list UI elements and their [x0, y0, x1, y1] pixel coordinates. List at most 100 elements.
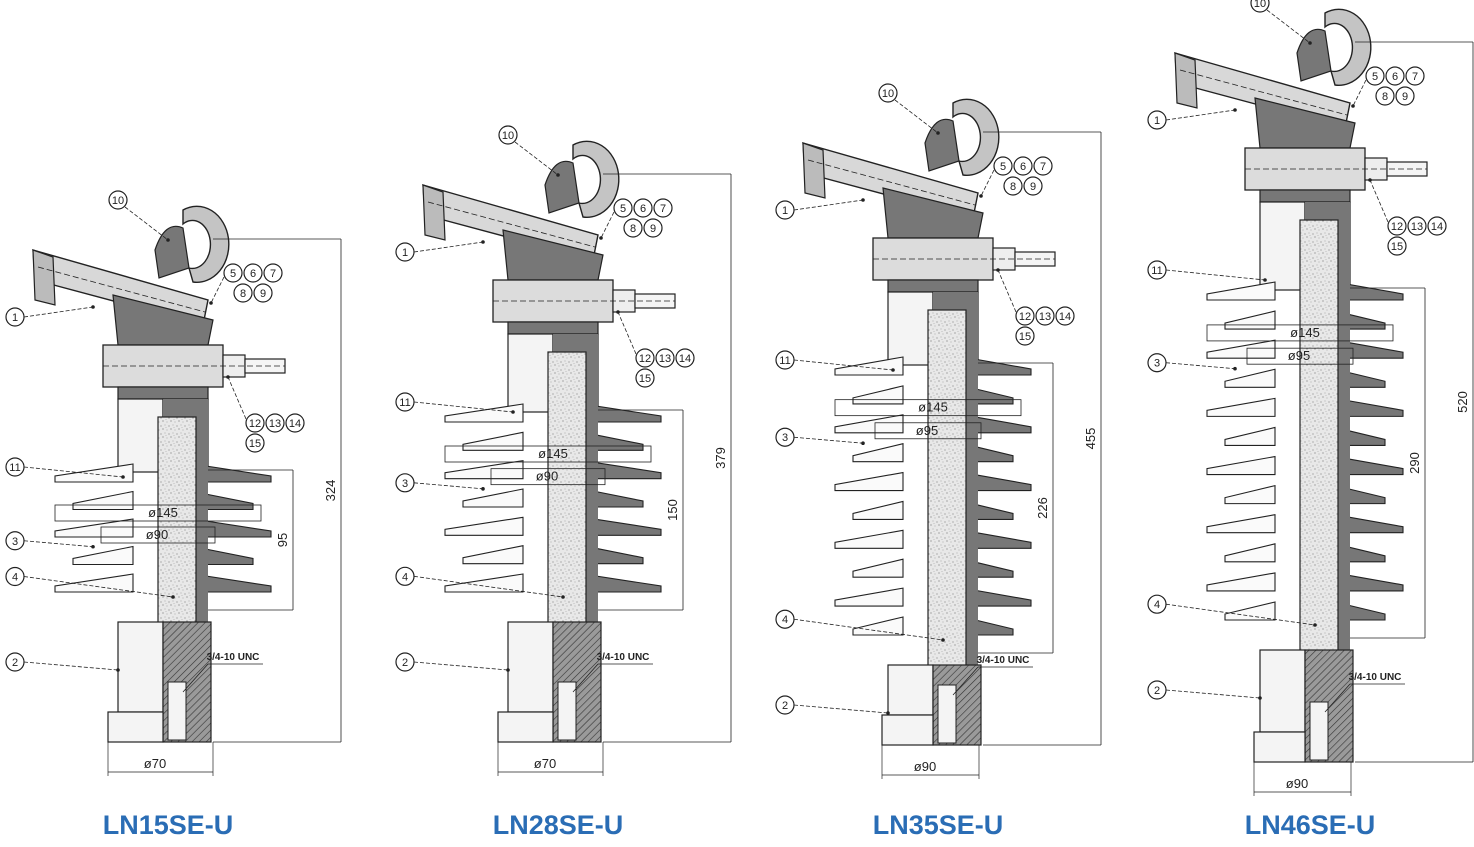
callout-dot	[979, 194, 983, 198]
shed-left	[1224, 484, 1276, 505]
leakage-dim-label: 150	[665, 499, 680, 521]
callout-13: 13	[265, 413, 285, 433]
callout-dot	[1258, 696, 1262, 700]
callout-9-ring	[253, 283, 273, 303]
callout-9-ring	[1023, 176, 1043, 196]
shed-left	[852, 616, 904, 636]
shed-left	[54, 518, 134, 538]
callout-leader	[413, 575, 564, 598]
callout-3-label: 3	[12, 536, 18, 548]
callout-14-ring	[285, 413, 305, 433]
shed-large-diameter-label: ø145	[918, 400, 948, 415]
callout-15-label: 15	[639, 373, 651, 385]
shed-left	[54, 463, 134, 483]
base-diameter-label: ø90	[1286, 776, 1308, 791]
callout-10-label: 10	[1254, 0, 1266, 10]
callout-leader	[1369, 179, 1389, 223]
clamp-assembly	[1174, 8, 1428, 191]
callout-2-label: 2	[782, 700, 788, 712]
shed-left	[462, 488, 524, 508]
callout-dot	[861, 441, 865, 446]
callout-dot	[941, 638, 945, 642]
callout-5-ring	[223, 263, 243, 283]
callout-4: 4	[1147, 594, 1167, 614]
callout-9-ring	[1395, 86, 1415, 106]
callout-7-label: 7	[270, 268, 276, 280]
shed-small-dim-box	[1246, 347, 1354, 365]
callout-5-ring	[613, 198, 633, 218]
hook-eye	[1296, 28, 1332, 82]
callout-leader	[413, 241, 484, 253]
thread-note: 3/4-10 UNC	[572, 652, 653, 693]
callout-6-ring	[1013, 156, 1033, 176]
callout-15-label: 15	[1391, 241, 1403, 253]
callout-dot	[861, 198, 865, 202]
callout-1: 1	[775, 200, 795, 220]
callout-12-label: 12	[639, 353, 651, 365]
clamp-assembly	[422, 140, 676, 323]
callout-11: 11	[1147, 260, 1167, 280]
callout-3-label: 3	[1154, 358, 1160, 370]
clamp-end	[422, 184, 446, 241]
model-title-ln15: LN15SE-U	[103, 810, 234, 840]
callout-dot	[886, 711, 890, 715]
shed-left	[852, 558, 904, 578]
callout-9-label: 9	[650, 223, 656, 235]
hook	[182, 205, 230, 283]
callout-11-label: 11	[779, 355, 790, 367]
callout-10: 10	[498, 125, 518, 145]
callout-1-label: 1	[12, 312, 18, 324]
callout-leader	[1165, 603, 1316, 626]
shed-left	[1206, 572, 1276, 592]
callout-12-ring	[1015, 306, 1035, 326]
callout-15-ring	[245, 433, 265, 453]
callout-9: 9	[253, 283, 273, 303]
fiberglass-core	[547, 351, 587, 633]
upper-fitting	[507, 333, 554, 413]
upper-flange	[1259, 189, 1351, 203]
fiberglass-core	[157, 416, 197, 633]
callout-12-label: 12	[1019, 311, 1031, 323]
callout-4-label: 4	[782, 614, 788, 626]
upper-flange	[117, 386, 209, 400]
callout-5: 5	[613, 198, 633, 218]
callout-leader	[1165, 362, 1236, 370]
hook	[1324, 8, 1372, 86]
callout-15: 15	[245, 433, 265, 453]
callout-12: 12	[245, 413, 265, 433]
hook-eye	[154, 225, 190, 279]
callout-2-label: 2	[402, 657, 408, 669]
shed-left	[444, 403, 524, 423]
callout-leader	[23, 306, 94, 318]
callout-9-label: 9	[260, 288, 266, 300]
callout-15-ring	[1387, 236, 1407, 256]
callout-dot	[166, 238, 170, 242]
callout-10-label: 10	[882, 88, 894, 100]
shed-small-diameter-label: ø95	[916, 423, 938, 438]
callout-8-label: 8	[240, 288, 246, 300]
callout-dot	[1368, 178, 1372, 182]
callout-leader	[210, 276, 225, 304]
callout-8-label: 8	[1010, 181, 1016, 193]
threaded-bore	[167, 681, 187, 741]
shed-left	[72, 490, 134, 511]
callout-6-label: 6	[640, 203, 646, 215]
callout-5-label: 5	[620, 203, 626, 215]
callout-14-label: 14	[679, 353, 691, 365]
callout-2-label: 2	[12, 657, 18, 669]
shed-left	[1206, 397, 1276, 417]
callout-7-ring	[1033, 156, 1053, 176]
callout-15-label: 15	[1019, 331, 1031, 343]
callout-dot	[91, 305, 95, 309]
shed-small-dim-box	[874, 422, 982, 440]
callout-7-ring	[1405, 66, 1425, 86]
shed-left	[444, 573, 524, 593]
callout-6: 6	[633, 198, 653, 218]
model-title-ln35: LN35SE-U	[873, 810, 1004, 840]
callout-12-ring	[1387, 216, 1407, 236]
clamp-axis	[807, 159, 976, 206]
callout-dot	[561, 595, 565, 599]
callout-dot	[171, 595, 175, 599]
callout-7-ring	[263, 263, 283, 283]
shed-large-diameter-label: ø145	[1290, 325, 1320, 340]
